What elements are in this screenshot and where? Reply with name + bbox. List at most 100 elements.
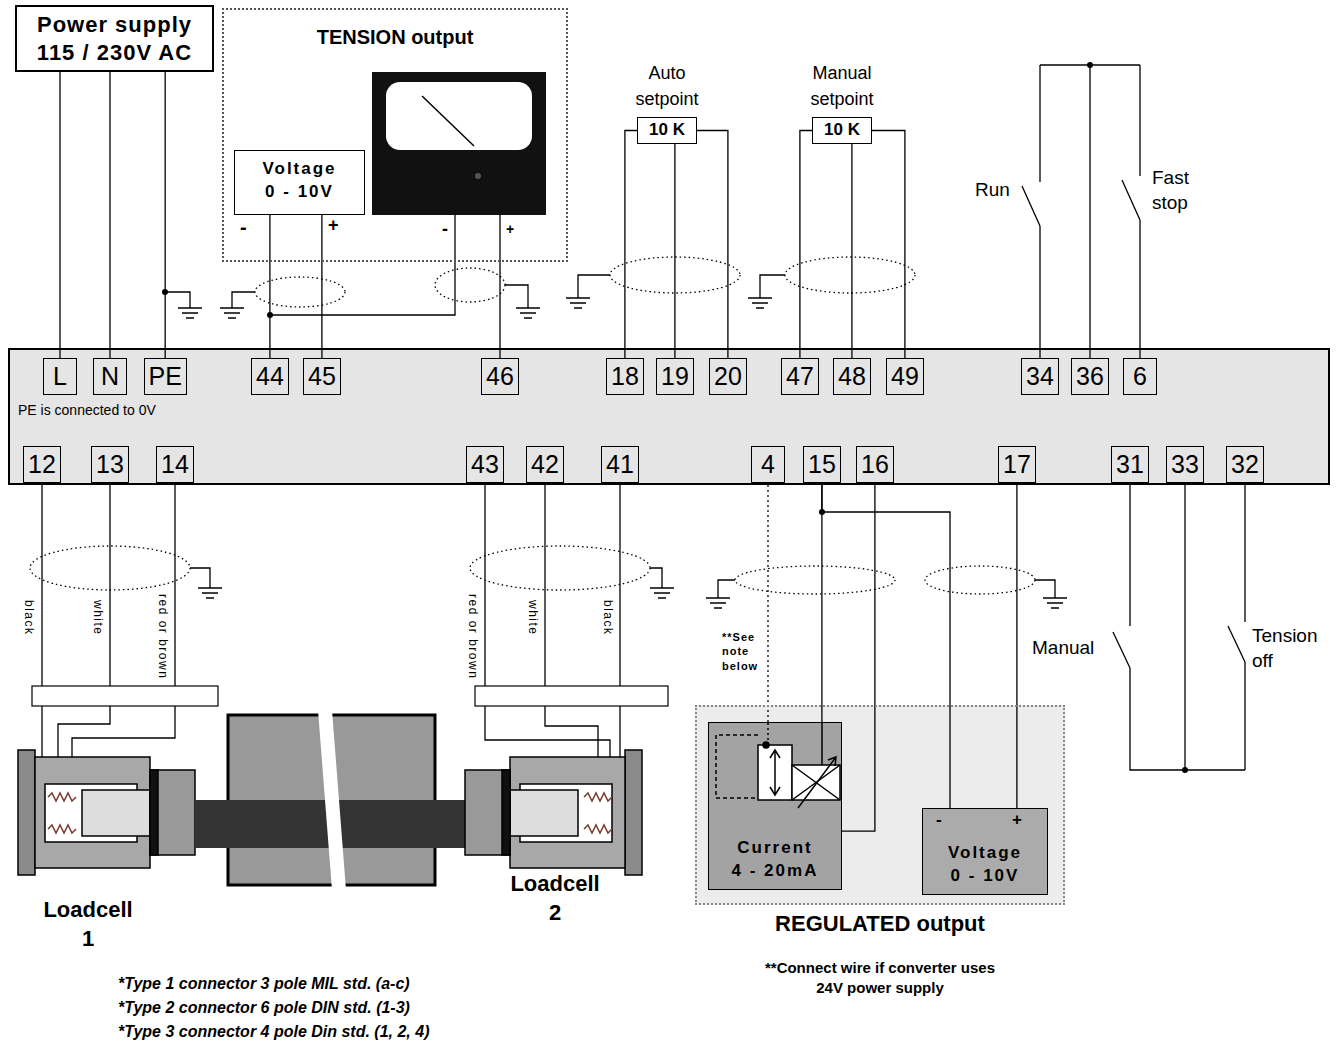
junction-dot (162, 62, 1188, 773)
terminal-number: 48 (838, 359, 866, 393)
terminal: 36 (1071, 358, 1109, 395)
terminal: 31 (1111, 446, 1149, 483)
wire-connector (321, 215, 322, 358)
cable-shield (30, 546, 190, 590)
annotation: + (1012, 809, 1022, 831)
wire (58, 706, 110, 758)
loadcell (465, 770, 510, 855)
terminal-number: 45 (308, 359, 336, 393)
terminal-number: 41 (606, 447, 634, 481)
terminal: 16 (856, 446, 894, 483)
wire (718, 580, 735, 590)
terminal-number: 31 (1116, 447, 1144, 481)
cable-shield (255, 277, 345, 307)
wire-connector (109, 72, 110, 358)
annotation: + (506, 220, 514, 238)
terminal-number: 17 (1003, 447, 1031, 481)
annotation: **Connect wire if converter uses 24V pow… (750, 958, 1010, 997)
terminal: 17 (998, 446, 1036, 483)
terminal: 33 (1166, 446, 1204, 483)
terminal: 45 (303, 358, 341, 395)
terminal: N (93, 358, 127, 395)
terminal: 44 (251, 358, 289, 395)
node-text: PE is connected to 0V (18, 402, 156, 418)
wire-connector (59, 72, 60, 358)
ground-symbol (516, 300, 540, 318)
terminal: 49 (886, 358, 924, 395)
terminal: L (43, 358, 77, 395)
wire (1139, 220, 1140, 358)
potentiometer-box: Auto setpoint10 K (637, 117, 697, 144)
terminal-number: 18 (611, 359, 639, 393)
region-fill (695, 705, 1065, 905)
loadcell (18, 750, 35, 875)
valve-symbol (716, 723, 840, 808)
wire (545, 706, 598, 758)
wire (650, 568, 662, 580)
valve-symbol (792, 765, 840, 800)
wire (619, 706, 620, 758)
wire (1244, 662, 1245, 770)
annotation: **See note below (722, 630, 764, 673)
terminal-number: 4 (756, 447, 780, 481)
terminal: 42 (526, 446, 564, 483)
strip-fill (8, 348, 1330, 485)
terminal: 41 (601, 446, 639, 483)
valve-symbol (767, 723, 769, 745)
terminal: 47 (781, 358, 819, 395)
node-text: Power supply 115 / 230V AC (25, 11, 205, 66)
wire (505, 285, 528, 300)
terminal-number: 47 (786, 359, 814, 393)
node-text: Voltage 0 - 10V (256, 158, 344, 204)
ground-symbol (1043, 590, 1067, 608)
junction-dot (1087, 62, 1093, 68)
terminal: 12 (23, 446, 61, 483)
cable-shield (785, 257, 915, 293)
terminal: 34 (1021, 358, 1059, 395)
cable-shield (435, 268, 505, 302)
ground-symbol (198, 580, 222, 598)
terminal-number: 19 (661, 359, 689, 393)
terminal-number: 34 (1026, 359, 1054, 393)
valve-symbol (716, 735, 758, 798)
annotation: - (240, 214, 247, 240)
wire (1039, 226, 1040, 358)
loadcell (510, 757, 625, 868)
wire (485, 706, 610, 758)
annotation: - (936, 809, 942, 831)
wire (1130, 668, 1245, 770)
panel-meter (422, 96, 474, 146)
cable-shield (925, 566, 1035, 594)
terminal-number: 32 (1231, 447, 1259, 481)
terminal-number: 12 (28, 447, 56, 481)
valve-symbol (763, 742, 769, 748)
ground-symbol (748, 290, 772, 308)
terminal: 6 (1123, 358, 1157, 395)
annotation: - (442, 218, 448, 241)
roller-drum (318, 710, 346, 890)
terminal: 32 (1226, 446, 1264, 483)
annotation: Loadcell 2 (505, 870, 605, 927)
valve-symbol (821, 723, 823, 765)
wire (1139, 65, 1140, 176)
terminal-number: 42 (531, 447, 559, 481)
wire-color: red or brown (156, 594, 170, 679)
annotation: *Type 2 connector 6 pole DIN std. (1-3) (118, 998, 410, 1019)
annotation: *Type 3 connector 4 pole Din std. (1, 2,… (118, 1022, 429, 1043)
wire (41, 706, 42, 758)
ground-symbol (178, 290, 1067, 608)
terminal-number: 49 (891, 359, 919, 393)
terminal: 18 (606, 358, 644, 395)
cable-shield (735, 566, 895, 594)
wire (232, 292, 255, 300)
wire-connector (674, 144, 675, 358)
wire-color: white (526, 600, 540, 636)
terminal-number: 20 (714, 359, 742, 393)
wire (578, 275, 610, 290)
wire (1122, 180, 1140, 220)
heading: Auto setpoint (622, 60, 712, 112)
